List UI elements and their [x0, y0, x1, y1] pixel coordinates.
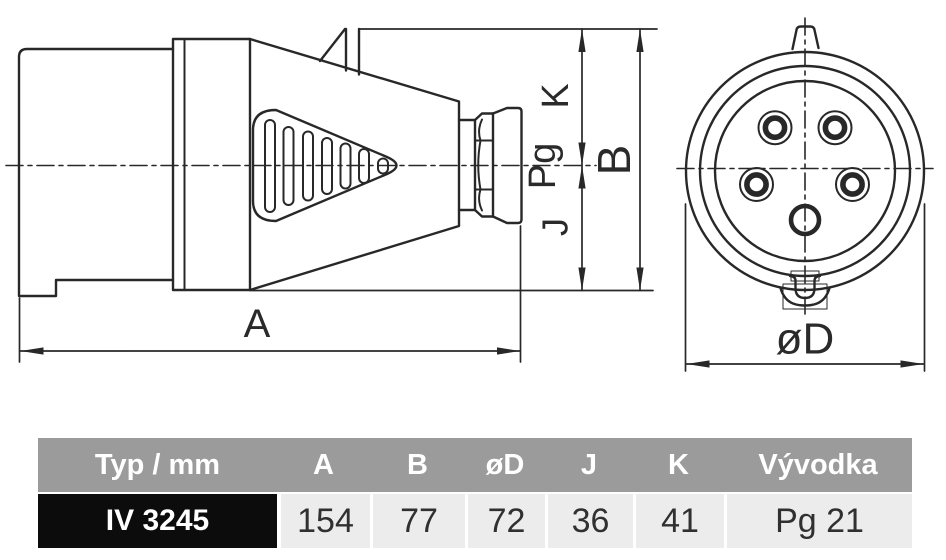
spec-table-header-row: Typ / mm A B øD J K Vývodka: [38, 438, 912, 492]
gland-bell: [491, 106, 523, 225]
header-typ-mm: Typ / mm: [94, 448, 221, 481]
plug-back-body: [17, 47, 175, 298]
side-dimensions: A K J Pg B: [18, 28, 658, 363]
spec-table-data-row: IV 3245 154 77 72 36 41 Pg 21: [38, 494, 912, 548]
side-view: [5, 27, 597, 298]
gland-neck: [457, 118, 477, 212]
dim-label-J: J: [535, 218, 576, 236]
cell-j: 36: [545, 494, 633, 548]
header-od: øD: [485, 448, 525, 481]
header-vyvodka: Vývodka: [758, 448, 878, 481]
header-j: J: [580, 448, 598, 481]
cell-type: IV 3245: [38, 494, 277, 548]
header-a: A: [313, 448, 334, 481]
pin-top-left: [757, 110, 793, 146]
plug-cone: [248, 37, 461, 292]
technical-drawing: A K J Pg B: [5, 17, 934, 372]
plug-flange: [171, 37, 252, 292]
grip-panel: [251, 108, 398, 223]
vent-slots: [264, 119, 389, 213]
pin-mid-right: [835, 167, 870, 202]
dim-label-A: A: [244, 302, 271, 346]
cell-b: 77: [370, 494, 465, 548]
front-dimensions: øD: [684, 203, 926, 372]
header-b: B: [407, 448, 428, 481]
cell-a: 154: [277, 494, 370, 548]
dim-label-oD: øD: [776, 315, 835, 364]
spec-table: Typ / mm A B øD J K Vývodka IV 3245 154 …: [38, 438, 912, 548]
header-k: K: [668, 448, 689, 481]
pin-top-right: [817, 110, 853, 146]
cell-k: 41: [633, 494, 724, 548]
cell-vyvodka: Pg 21: [724, 494, 912, 548]
front-view: [676, 17, 934, 317]
dim-label-Pg: Pg: [522, 143, 564, 189]
cable-gland: [457, 106, 523, 225]
pin-mid-left: [739, 167, 774, 202]
plug-fin: [318, 27, 361, 76]
gland-nut-outline: [473, 112, 495, 218]
gland-nut-facets: [474, 139, 494, 191]
gland-nut-chamfers: [477, 118, 483, 212]
dim-label-K: K: [535, 83, 577, 108]
cell-od: 72: [465, 494, 545, 548]
dim-label-B: B: [588, 145, 640, 176]
